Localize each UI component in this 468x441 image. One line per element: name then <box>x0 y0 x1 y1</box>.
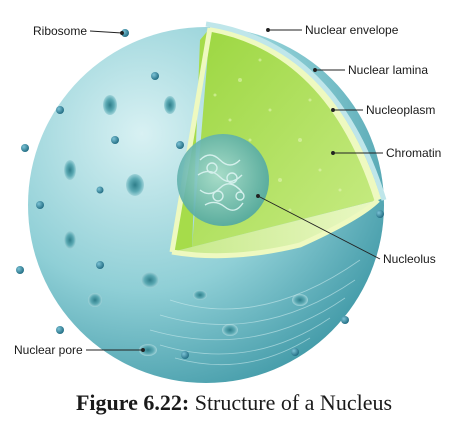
ribosome <box>291 348 299 356</box>
label-nucleoplasm: Nucleoplasm <box>366 103 435 117</box>
nuclear-pore <box>139 344 157 356</box>
ribosome <box>36 201 44 209</box>
nuclear-pore <box>141 272 159 288</box>
nuclear-pore <box>88 293 102 307</box>
floor-rim <box>171 198 380 259</box>
label-nuclear-envelope: Nuclear envelope <box>305 23 399 37</box>
figure-number: Figure 6.22: <box>75 390 190 415</box>
figure-title: Structure of a Nucleus <box>194 390 393 415</box>
figure-caption: Figure 6.22: Structure of a Nucleus <box>0 390 468 416</box>
nuclear-pores <box>64 95 308 356</box>
surface-texture <box>149 259 361 366</box>
nuclear-lamina-rim <box>209 24 382 202</box>
label-ribosome: Ribosome <box>33 24 87 38</box>
nuclear-pore <box>164 96 176 114</box>
nuclear-pore <box>64 160 76 180</box>
ribosome <box>16 266 24 274</box>
ribosomes <box>16 29 384 359</box>
ribosome <box>151 72 159 80</box>
nucleoplasm-floor <box>172 200 378 256</box>
nuclear-envelope-rim <box>205 21 387 201</box>
lamina-edge-left <box>169 27 213 253</box>
label-nucleolus: Nucleolus <box>383 252 436 266</box>
ribosome <box>121 29 129 37</box>
nuclear-pore <box>222 324 238 336</box>
ribosome <box>56 326 64 334</box>
ribosome <box>376 210 384 218</box>
nuclear-pore <box>126 174 144 196</box>
nuclear-pore <box>103 95 117 115</box>
nuclear-pore <box>292 294 308 306</box>
ribosome <box>181 351 189 359</box>
label-nuclear-lamina: Nuclear lamina <box>348 63 428 77</box>
nucleolus-network <box>197 154 245 211</box>
ribosome <box>56 106 64 114</box>
ribosome <box>176 141 184 149</box>
nuclear-pore <box>64 231 76 249</box>
ribosome <box>96 261 104 269</box>
ribosome <box>341 316 349 324</box>
label-nuclear-pore: Nuclear pore <box>14 343 83 357</box>
leader-lines <box>86 28 383 352</box>
nucleus-diagram: Ribosome Nuclear envelope Nuclear lamina… <box>14 21 441 383</box>
ribosome <box>21 144 29 152</box>
ribosome <box>111 136 119 144</box>
nuclear-pore <box>193 290 207 300</box>
ribosome <box>96 186 104 194</box>
label-chromatin: Chromatin <box>386 146 441 160</box>
nucleoplasm-texture <box>213 58 342 212</box>
